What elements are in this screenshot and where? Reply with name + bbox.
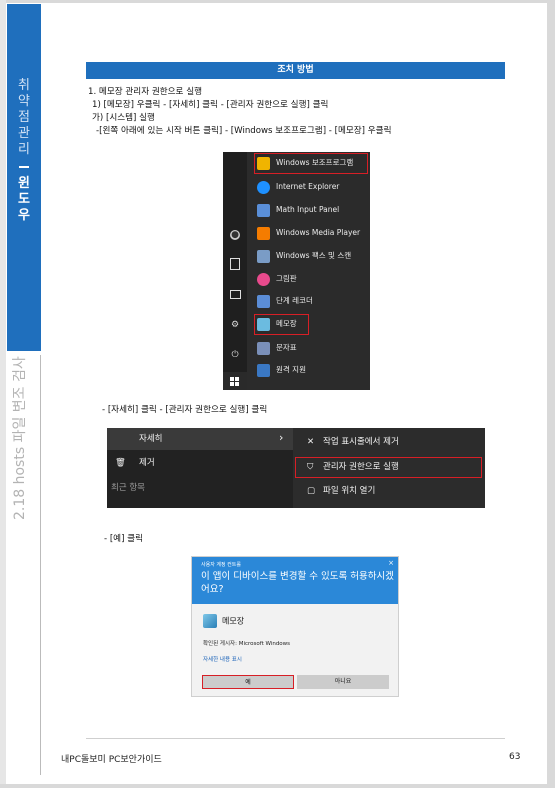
start-rail — [223, 152, 247, 390]
uac-more-info-link[interactable]: 자세한 내용 표시 — [203, 657, 242, 663]
uac-yes-button[interactable]: 예 — [202, 675, 294, 689]
menu-item-fax-scan[interactable]: Windows 팩스 및 스캔 — [257, 246, 367, 266]
close-icon[interactable]: × — [388, 559, 394, 567]
highlight-notepad — [254, 314, 309, 335]
menu-item-steps-recorder[interactable]: 단계 레코더 — [257, 291, 367, 311]
windows-start-button[interactable] — [223, 372, 247, 390]
context-more[interactable]: 자세히 — [139, 434, 163, 444]
highlight-run-admin — [295, 457, 482, 478]
menu-item-remote-assistance[interactable]: 원격 지원 — [257, 360, 367, 380]
context-run-admin[interactable]: 관리자 권한으로 실행 — [323, 462, 399, 472]
unpin-icon: ✕ — [307, 437, 315, 447]
fax-icon — [257, 249, 270, 263]
context-recent-header: 최근 항목 — [111, 483, 145, 493]
step-line: 가) [시스템] 실행 — [92, 113, 155, 123]
menu-item-character-map[interactable]: 문자표 — [257, 338, 367, 358]
page-number: 63 — [509, 752, 521, 762]
shield-icon: ⛉ — [307, 462, 314, 472]
chapter-char: 윈 — [18, 176, 30, 191]
menu-item-math-input[interactable]: Math Input Panel — [257, 200, 367, 220]
steps-list: 1. 메모장 관리자 권한으로 실행 1) [메모장] 우클릭 - [자세히] … — [88, 86, 392, 138]
uac-publisher: 확인된 게시자: Microsoft Windows — [203, 641, 291, 647]
uac-no-button[interactable]: 아니요 — [297, 675, 389, 689]
recorder-icon — [257, 294, 270, 308]
chapter-tab — [7, 4, 41, 351]
power-icon[interactable]: ⏻ — [231, 350, 239, 360]
footer-title: 내PC돌보미 PC보안가이드 — [61, 755, 162, 765]
menu-item-media-player[interactable]: Windows Media Player — [257, 223, 367, 243]
folder-open-icon: ▢ — [307, 486, 316, 496]
chapter-char: 리 — [18, 142, 30, 157]
section-label: 2.18 hosts 파일 변조 검사 — [12, 356, 28, 520]
page-frame-right — [547, 0, 555, 788]
step-line: 1) [메모장] 우클릭 - [자세히] 클릭 - [관리자 권한으로 실행] … — [92, 100, 329, 110]
caption-step3: - [예] 클릭 — [104, 534, 143, 544]
chapter-char: 취 — [18, 78, 30, 93]
user-icon[interactable]: ● — [230, 230, 240, 240]
ie-icon — [257, 180, 270, 194]
trash-icon: 🗑 — [115, 458, 126, 468]
uac-small-title: 사용자 계정 컨트롤 — [201, 562, 241, 568]
uac-dialog-screenshot: 사용자 계정 컨트롤 × 이 앱이 디바이스를 변경할 수 있도록 허용하시겠어… — [191, 556, 399, 697]
uac-question: 이 앱이 디바이스를 변경할 수 있도록 허용하시겠어요? — [201, 571, 394, 595]
folder-icon — [257, 156, 270, 170]
chapter-char: 관 — [18, 126, 30, 141]
context-more-row[interactable] — [107, 428, 293, 450]
document-icon[interactable] — [230, 258, 240, 270]
section-divider — [40, 355, 41, 775]
caption-step2: - [자세히] 클릭 - [관리자 권한으로 실행] 클릭 — [102, 405, 268, 415]
context-menu-screenshot: 자세히 › 🗑 제거 최근 항목 ✕ 작업 표시줄에서 제거 ⛉ 관리자 권한으… — [107, 428, 485, 508]
settings-icon[interactable]: ⚙ — [230, 320, 240, 330]
uac-header: 사용자 계정 컨트롤 × 이 앱이 디바이스를 변경할 수 있도록 허용하시겠어… — [192, 557, 398, 604]
start-menu-screenshot: ● ⚙ ⏻ Windows 보조프로그램 Internet Explorer M… — [223, 152, 370, 390]
math-input-icon — [257, 203, 270, 217]
page-frame-top — [0, 0, 555, 3]
chapter-char: 우 — [18, 208, 30, 223]
uac-app: 메모장 — [203, 614, 244, 628]
chevron-right-icon: › — [279, 431, 284, 444]
context-right-pane — [293, 428, 485, 508]
remote-assistance-icon — [257, 363, 270, 377]
page-frame-left — [0, 0, 6, 788]
paint-icon — [257, 272, 270, 286]
step-line: -[왼쪽 아래에 있는 시작 버튼 클릭] - [Windows 보조프로그램]… — [96, 126, 392, 136]
menu-item-internet-explorer[interactable]: Internet Explorer — [257, 177, 367, 197]
character-map-icon — [257, 341, 270, 355]
notepad-icon — [257, 317, 270, 331]
highlight-accessories — [254, 153, 368, 174]
context-open-location[interactable]: 파일 위치 열기 — [323, 486, 376, 496]
media-player-icon — [257, 226, 270, 240]
menu-item-notepad[interactable]: 메모장 — [257, 314, 367, 334]
chapter-char: 약 — [18, 94, 30, 109]
chapter-char: 도 — [18, 192, 30, 207]
footer-divider — [86, 738, 505, 739]
context-unpin[interactable]: 작업 표시줄에서 제거 — [323, 437, 399, 447]
notepad-icon — [203, 614, 217, 628]
pictures-icon[interactable] — [230, 290, 241, 299]
page-frame-bottom — [0, 784, 555, 788]
menu-item-paint[interactable]: 그림판 — [257, 269, 367, 289]
chapter-char: 점 — [18, 110, 30, 125]
section-title: 조치 방법 — [86, 62, 505, 79]
chapter-divider — [19, 166, 29, 168]
menu-item-accessories[interactable]: Windows 보조프로그램 — [257, 153, 367, 173]
context-remove[interactable]: 제거 — [139, 458, 155, 468]
chapter-tab-text: 취 약 점 관 리 윈 도 우 — [7, 78, 41, 224]
step-line: 1. 메모장 관리자 권한으로 실행 — [88, 87, 203, 97]
